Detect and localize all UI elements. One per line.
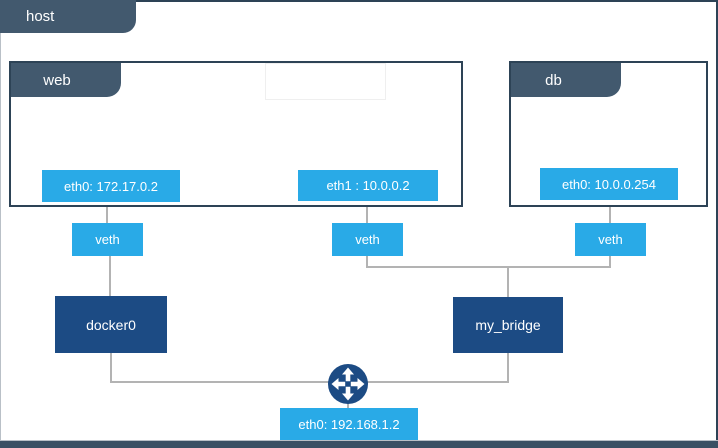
host-frame-top-border — [0, 0, 718, 2]
interface-label-db-eth0: eth0: 10.0.0.254 — [540, 168, 678, 200]
connector-eth0web-veth — [106, 205, 108, 223]
router-arrows-svg — [328, 364, 368, 404]
veth-box-3: veth — [575, 223, 646, 256]
connector-bridges-router-horizontal — [110, 381, 509, 383]
interface-label-text: eth0: 172.17.0.2 — [64, 178, 158, 194]
veth-label: veth — [355, 232, 380, 247]
connector-veth2-down — [366, 256, 368, 268]
connector-eth0db-veth — [609, 203, 611, 223]
connector-docker0-down — [110, 353, 112, 383]
connector-veth-docker0 — [109, 256, 111, 296]
veth-label: veth — [598, 232, 623, 247]
router-arrows-icon — [328, 364, 368, 404]
connector-router-label — [347, 402, 349, 408]
container-web-tab: web — [11, 63, 121, 97]
connector-veth-join-horizontal — [366, 266, 611, 268]
connector-veth3-down — [609, 256, 611, 268]
bridge-label: my_bridge — [475, 317, 541, 333]
bridge-docker0: docker0 — [55, 296, 167, 353]
empty-ghost-box — [265, 63, 386, 100]
host-tab-label: host — [26, 8, 55, 25]
interface-label-web-eth0: eth0: 172.17.0.2 — [42, 170, 180, 202]
container-db-label: db — [545, 71, 562, 89]
host-frame-bottom-bar — [0, 441, 718, 448]
interface-label-text: eth0: 10.0.0.254 — [562, 176, 656, 192]
host-frame-right-border — [716, 0, 718, 448]
bridge-label: docker0 — [86, 316, 136, 333]
interface-label-host-eth0: eth0: 192.168.1.2 — [280, 408, 418, 440]
container-db-tab: db — [511, 63, 621, 97]
veth-box-1: veth — [72, 223, 143, 256]
container-web-label: web — [43, 71, 71, 89]
connector-join-mybridge — [507, 266, 509, 297]
connector-mybridge-down — [507, 353, 509, 383]
interface-label-text: eth1 : 10.0.0.2 — [326, 178, 410, 193]
connector-eth1web-veth — [366, 205, 368, 223]
bridge-my-bridge: my_bridge — [453, 297, 563, 353]
veth-box-2: veth — [332, 223, 403, 256]
host-frame-bottom-line — [0, 440, 718, 441]
veth-label: veth — [95, 232, 120, 247]
host-frame-left-border — [0, 33, 1, 448]
interface-label-text: eth0: 192.168.1.2 — [298, 416, 400, 432]
interface-label-web-eth1: eth1 : 10.0.0.2 — [298, 170, 438, 201]
host-tab: host — [0, 0, 136, 33]
